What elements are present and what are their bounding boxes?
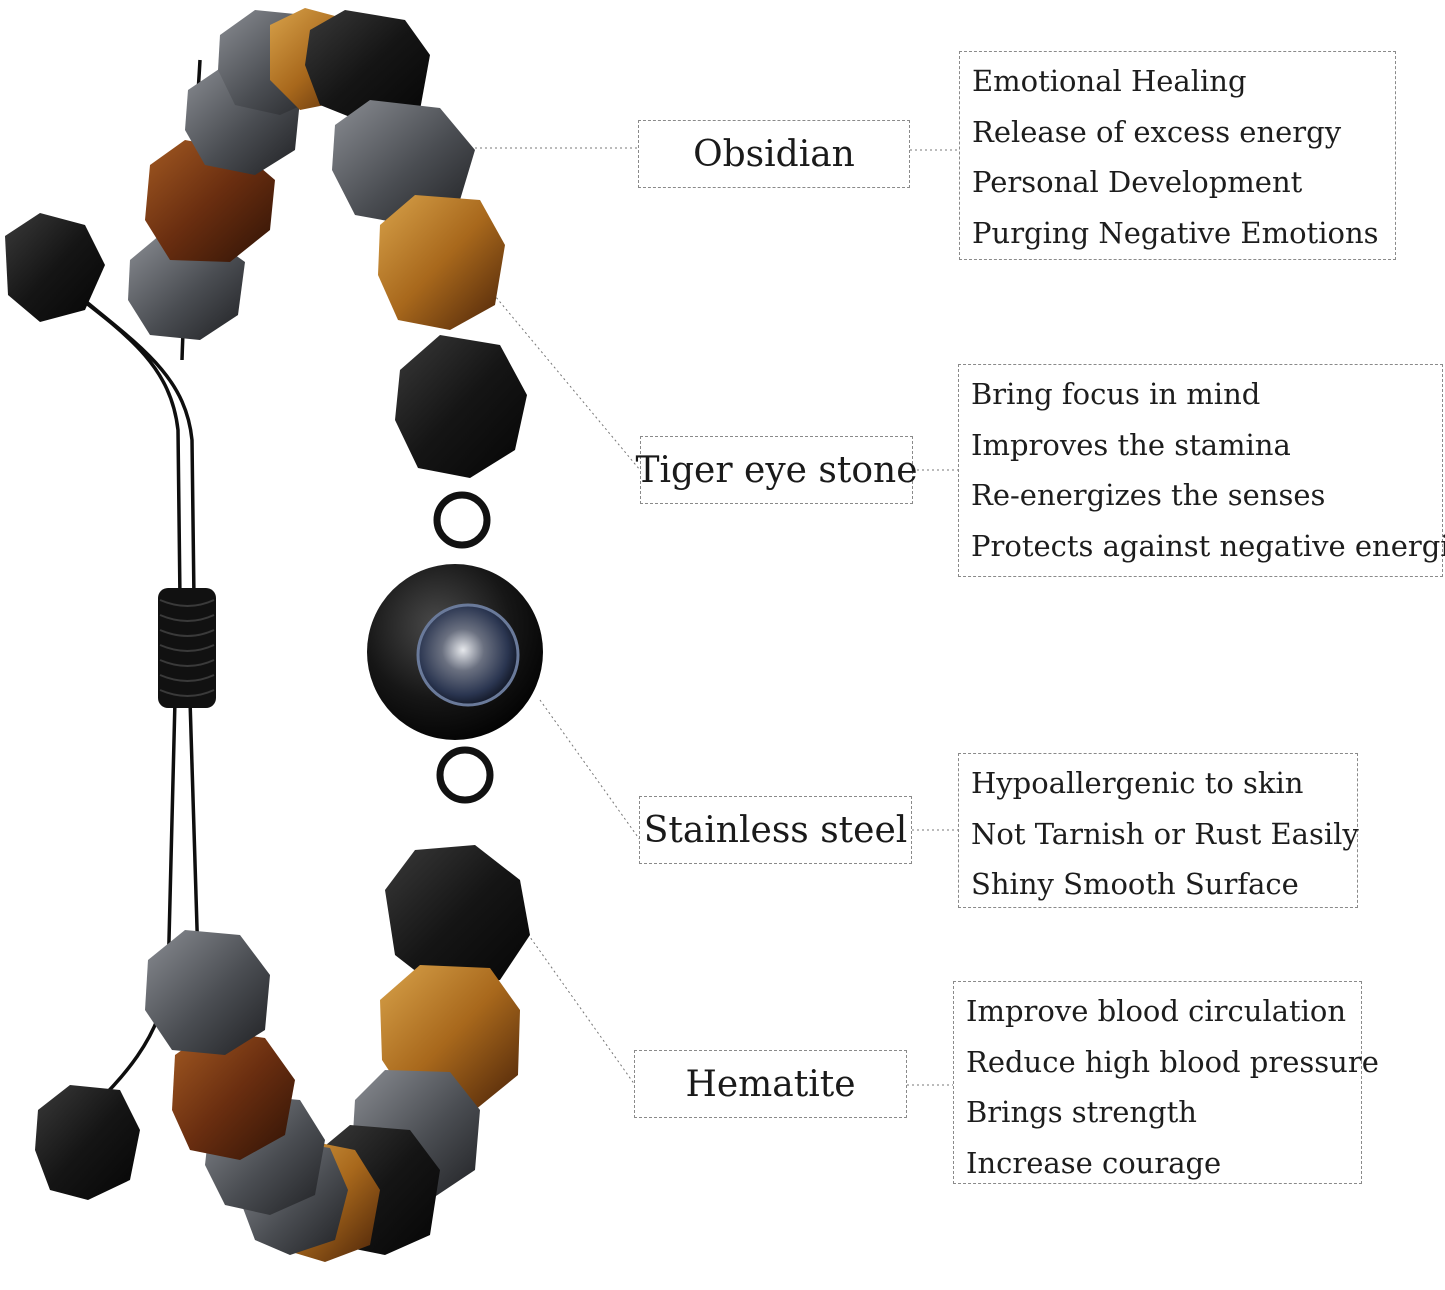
benefits-box-stainless-steel: Hypoallergenic to skin Not Tarnish or Ru…: [958, 753, 1359, 908]
material-label-hematite: Hematite: [634, 1050, 907, 1118]
benefit-item: Release of excess energy: [972, 114, 1342, 149]
benefits-box-hematite: Improve blood circulation Reduce high bl…: [953, 981, 1379, 1184]
material-name: Obsidian: [693, 133, 855, 175]
benefits-box-tiger-eye: Bring focus in mind Improves the stamina…: [958, 364, 1445, 577]
material-name: Tiger eye stone: [635, 449, 918, 491]
benefit-item: Bring focus in mind: [971, 377, 1261, 411]
benefits-box-obsidian: Emotional Healing Release of excess ener…: [959, 51, 1396, 260]
steel-charm: [367, 491, 543, 804]
benefit-item: Personal Development: [972, 165, 1303, 200]
benefit-item: Improves the stamina: [971, 427, 1291, 462]
benefit-item: Hypoallergenic to skin: [971, 766, 1304, 800]
benefit-item: Protects against negative energies: [971, 529, 1445, 564]
material-name: Hematite: [685, 1063, 856, 1105]
benefit-item: Increase courage: [966, 1146, 1222, 1181]
benefit-item: Not Tarnish or Rust Easily: [971, 816, 1359, 851]
leader-lines: [470, 147, 960, 1086]
benefit-item: Shiny Smooth Surface: [971, 867, 1299, 902]
material-name: Stainless steel: [643, 809, 908, 851]
benefit-item: Improve blood circulation: [966, 994, 1347, 1028]
benefit-item: Purging Negative Emotions: [972, 216, 1379, 251]
macrame-knot: [158, 588, 216, 708]
material-label-obsidian: Obsidian: [638, 120, 910, 188]
benefit-item: Brings strength: [966, 1095, 1197, 1130]
beads: [5, 8, 530, 1262]
benefit-item: Reduce high blood pressure: [966, 1044, 1379, 1079]
material-label-tiger-eye: Tiger eye stone: [635, 436, 918, 504]
material-label-stainless-steel: Stainless steel: [639, 796, 912, 864]
benefit-item: Re-energizes the senses: [971, 478, 1326, 513]
benefit-item: Emotional Healing: [972, 64, 1247, 98]
